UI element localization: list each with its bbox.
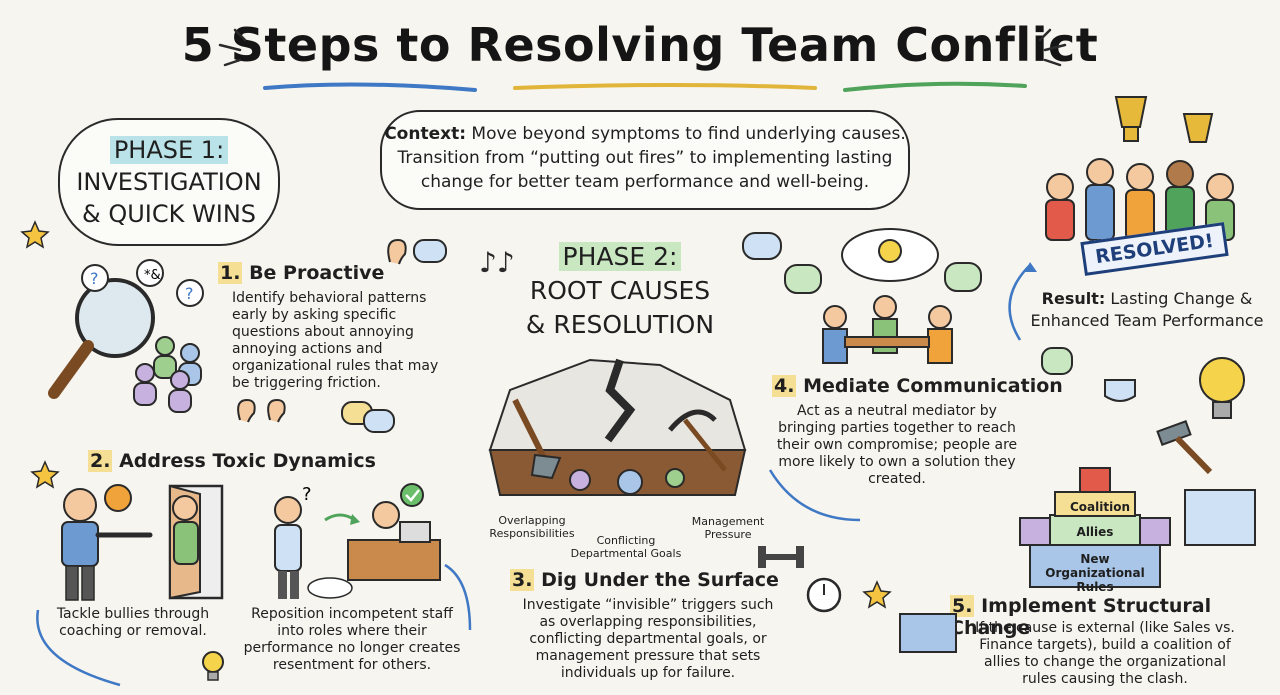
label-overlapping: Overlapping Responsibilities: [489, 514, 575, 540]
phase1-line3: & QUICK WINS: [82, 200, 256, 228]
dumbbell-stopwatch-icons: [758, 546, 842, 613]
block-coalition: Coalition: [1069, 500, 1130, 514]
step5-heading: 5. Implement Structural Change: [950, 595, 1280, 639]
coffee-lightbulb-icons: [1104, 357, 1245, 419]
music-note-icon: ♪♪: [479, 246, 515, 279]
ear-icon: [237, 398, 286, 423]
result-text: Result: Lasting Change & Enhanced Team P…: [1022, 288, 1272, 332]
step4-body: Act as a neutral mediator by bringing pa…: [776, 403, 1018, 487]
phase2-line3: & RESOLUTION: [525, 310, 715, 339]
celebration-illustration: [1045, 96, 1235, 241]
sparkle-lines-right: [1038, 28, 1067, 67]
gears-icon: [569, 468, 685, 495]
block-allies: Allies: [1076, 525, 1114, 539]
step4-number: 4.: [772, 375, 797, 397]
step5-title: Implement Structural Change: [950, 595, 1212, 639]
step2-left-text: Tackle bullies through coaching or remov…: [56, 606, 210, 639]
angry-face-icon: [104, 484, 132, 512]
context-text-3: change for better team performance and w…: [420, 172, 870, 192]
lightbulb-icon: [202, 651, 224, 681]
svg-text:*&: *&: [144, 268, 161, 283]
magnifier-icon: ? *& ?: [48, 259, 204, 413]
title-underline: [263, 81, 1027, 92]
step1-heading: 1. Be Proactive: [218, 262, 384, 284]
ear-speech-icon: [387, 238, 447, 265]
label-management-pressure: Management Pressure: [691, 515, 765, 541]
step2-title: Address Toxic Dynamics: [119, 450, 376, 472]
pickaxe-icon: [683, 418, 727, 472]
blocks-illustration: [1019, 467, 1256, 588]
context-text-2: Transition from “putting out fires” to i…: [397, 148, 893, 168]
phase1-cloud: PHASE 1: INVESTIGATION & QUICK WINS: [58, 118, 280, 246]
check-icon: [400, 483, 424, 507]
step4-title: Mediate Communication: [803, 375, 1063, 397]
coffee-icon: [1104, 379, 1136, 402]
mediation-illustration: [742, 228, 982, 364]
step3-heading: 3. Dig Under the Surface: [510, 569, 779, 591]
star-icon: [862, 580, 892, 609]
result-text-2: Enhanced Team Performance: [1030, 311, 1264, 330]
page-title: 5 Steps to Resolving Team Conflict: [181, 18, 1099, 72]
phase2-title: PHASE 2:: [558, 242, 682, 271]
step2-illustration: ?: [61, 483, 441, 601]
context-cloud: Context: Move beyond symptoms to find un…: [380, 110, 910, 210]
thumbs-up-icon: [1041, 347, 1073, 375]
step2-number: 2.: [88, 450, 113, 472]
phase1-line2: INVESTIGATION: [76, 168, 262, 196]
step1-title: Be Proactive: [249, 262, 385, 284]
shovel-icon: [512, 398, 548, 462]
phase1-title: PHASE 1:: [109, 136, 229, 164]
phase2-line2: ROOT CAUSES: [529, 276, 711, 305]
star-icon: [20, 220, 50, 249]
step4-heading: 4. Mediate Communication: [772, 375, 1063, 397]
step1-number: 1.: [218, 262, 243, 284]
svg-text:?: ?: [90, 269, 99, 288]
context-text-1: Move beyond symptoms to find underlying …: [471, 124, 906, 144]
svg-text:♪♪: ♪♪: [479, 246, 515, 279]
step5-body: If the cause is external (like Sales vs.…: [975, 620, 1235, 687]
step2-heading: 2. Address Toxic Dynamics: [88, 450, 376, 472]
thumbs-up-icon: [784, 264, 822, 294]
result-label: Result:: [1041, 289, 1106, 308]
phase2-heading: PHASE 2: ROOT CAUSES & RESOLUTION: [520, 240, 720, 342]
block-new-rules: New Organizational Rules: [1045, 552, 1145, 594]
result-text-1: Lasting Change &: [1110, 289, 1253, 308]
hammer-icon: [1156, 420, 1213, 475]
step3-number: 3.: [510, 569, 535, 591]
star-icon: [30, 460, 60, 489]
ground-crack-illustration: [488, 358, 747, 496]
svg-text:?: ?: [302, 484, 312, 505]
blueprint-icon: [1184, 489, 1256, 546]
trophy-icon: [1114, 96, 1148, 128]
label-conflicting-goals: Conflicting Departmental Goals: [570, 534, 682, 560]
step3-title: Dig Under the Surface: [541, 569, 779, 591]
speech-bubble-icon: [341, 401, 395, 433]
sparkle-lines-left: [218, 28, 247, 67]
context-label: Context:: [384, 124, 467, 144]
blueprint-tool-icon: [899, 613, 957, 653]
step3-body: Investigate “invisible” triggers such as…: [522, 597, 774, 681]
svg-text:?: ?: [185, 284, 194, 303]
lightbulb-icon: [878, 239, 902, 263]
step1-body: Identify behavioral patterns early by as…: [232, 290, 439, 391]
step5-number: 5.: [950, 595, 975, 617]
step2-right-text: Reposition incompetent staff into roles …: [243, 606, 461, 673]
